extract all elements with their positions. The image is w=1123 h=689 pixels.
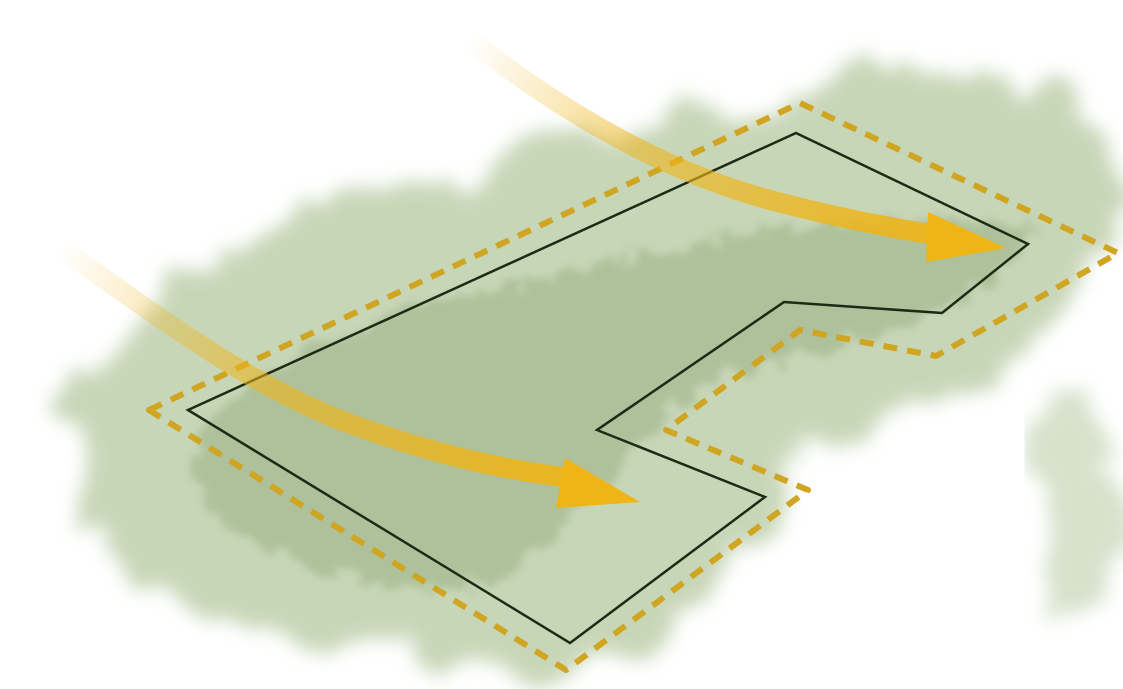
parcel-buffer-diagram	[0, 0, 1123, 689]
